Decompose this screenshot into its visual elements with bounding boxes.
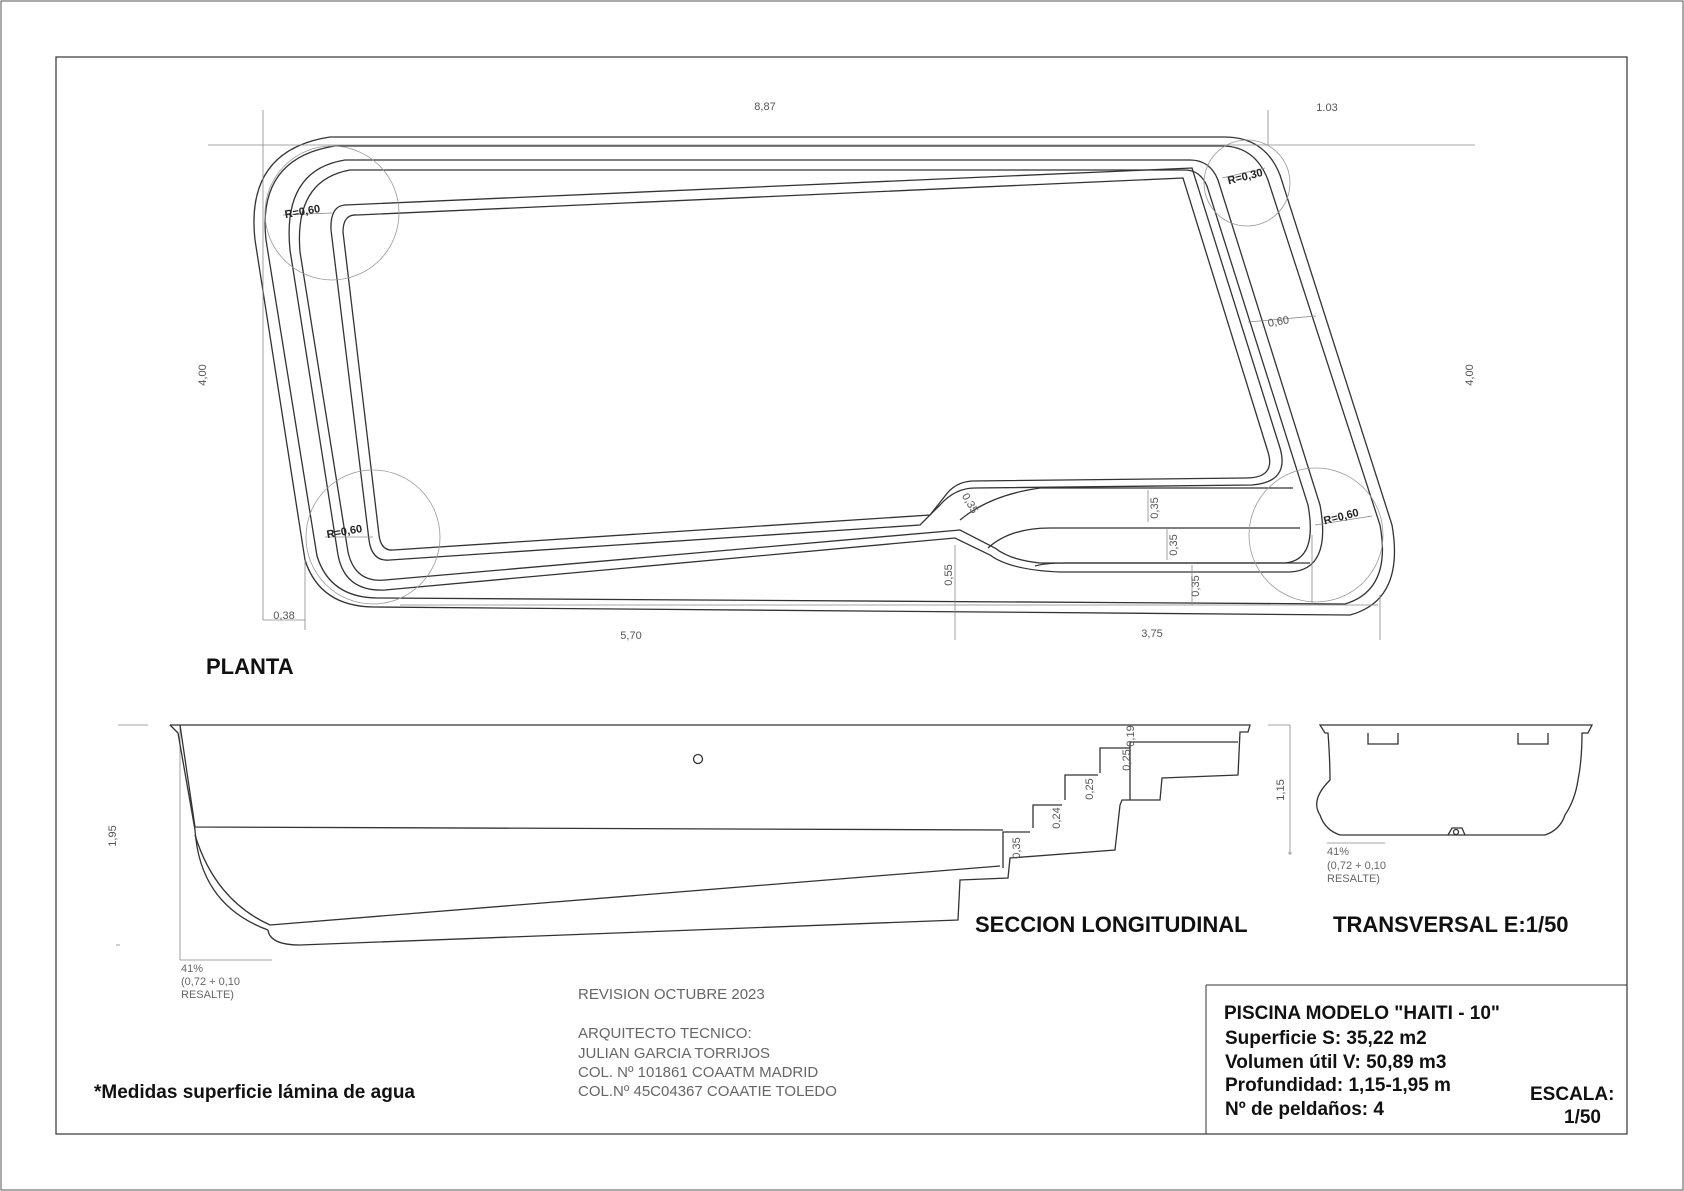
architect-col-toledo: COL.Nº 45C04367 COAATIE TOLEDO [578,1083,837,1100]
section-slope-resalte: RESALTE) [181,989,234,1001]
plan-heading: PLANTA [206,654,294,679]
revision-text: REVISION OCTUBRE 2023 [578,986,765,1003]
section-step-025a: 0,25 [1121,749,1133,770]
dim-step-035-c: 0,35 [1168,534,1180,555]
dim-right-width: 4,00 [1464,364,1476,385]
section-step-019: 0,19 [1125,725,1137,746]
dim-side-060: 0,60 [1267,314,1290,330]
architect-name: JULIAN GARCIA TORRIJOS [578,1045,770,1062]
spec-model: PISCINA MODELO "HAITI - 10" [1224,1003,1500,1024]
transversal-slope-percent: 41% [1327,846,1349,858]
dim-step-035-d: 0,35 [1190,575,1202,596]
architect-role: ARQUITECTO TECNICO: [578,1025,752,1042]
dim-top-right: 1.03 [1316,102,1337,114]
dim-bottom-right: 3,75 [1141,628,1162,640]
section-step-024: 0,24 [1051,807,1063,828]
spec-depth: Profundidad: 1,15-1,95 m [1225,1075,1451,1096]
transversal-depth: 1,15 [1275,779,1287,800]
dim-left-width: 4,00 [197,364,209,385]
spec-steps: Nº de peldaños: 4 [1225,1099,1384,1120]
radius-top-left: R=0,60 [284,203,321,221]
dim-bottom-mid: 5,70 [620,630,641,642]
section-step-035: 0,35 [1011,837,1023,858]
section-step-025b: 0,25 [1084,778,1096,799]
architect-col-madrid: COL. Nº 101861 COAATM MADRID [578,1064,818,1081]
radius-top-right: R=0,30 [1226,167,1264,187]
spec-surface: Superficie S: 35,22 m2 [1225,1028,1427,1049]
longitudinal-section [116,724,1251,960]
dim-depth-055: 0,55 [943,564,955,585]
section-slope-percent: 41% [181,963,203,975]
long-section-heading: SECCION LONGITUDINAL [975,912,1248,937]
dim-step-035-b: 0,35 [1149,497,1161,518]
scale-value: 1/50 [1564,1107,1601,1128]
section-slope-detail: (0,72 + 0,10 [181,976,240,988]
radius-bottom-left: R=0,60 [326,523,363,541]
dim-bottom-left: 0,38 [273,610,294,622]
spec-volume: Volumen útil V: 50,89 m3 [1225,1052,1446,1073]
dim-step-035-a: 0,35 [959,491,980,516]
section-depth: 1,95 [107,825,119,846]
water-surface-note: *Medidas superficie lámina de agua [94,1082,415,1103]
transversal-slope-resalte: RESALTE) [1327,873,1380,885]
transversal-slope-detail: (0,72 + 0,10 [1327,860,1386,872]
transversal-heading: TRANSVERSAL E:1/50 [1333,912,1569,937]
title-block [1205,984,1627,1134]
frame-border [55,56,1628,1135]
dim-top-length: 8,87 [754,101,775,113]
transversal-section [1268,724,1594,855]
scale-label: ESCALA: [1530,1084,1614,1105]
plan-view [208,110,1475,640]
radius-bottom-right: R=0,60 [1322,507,1360,527]
